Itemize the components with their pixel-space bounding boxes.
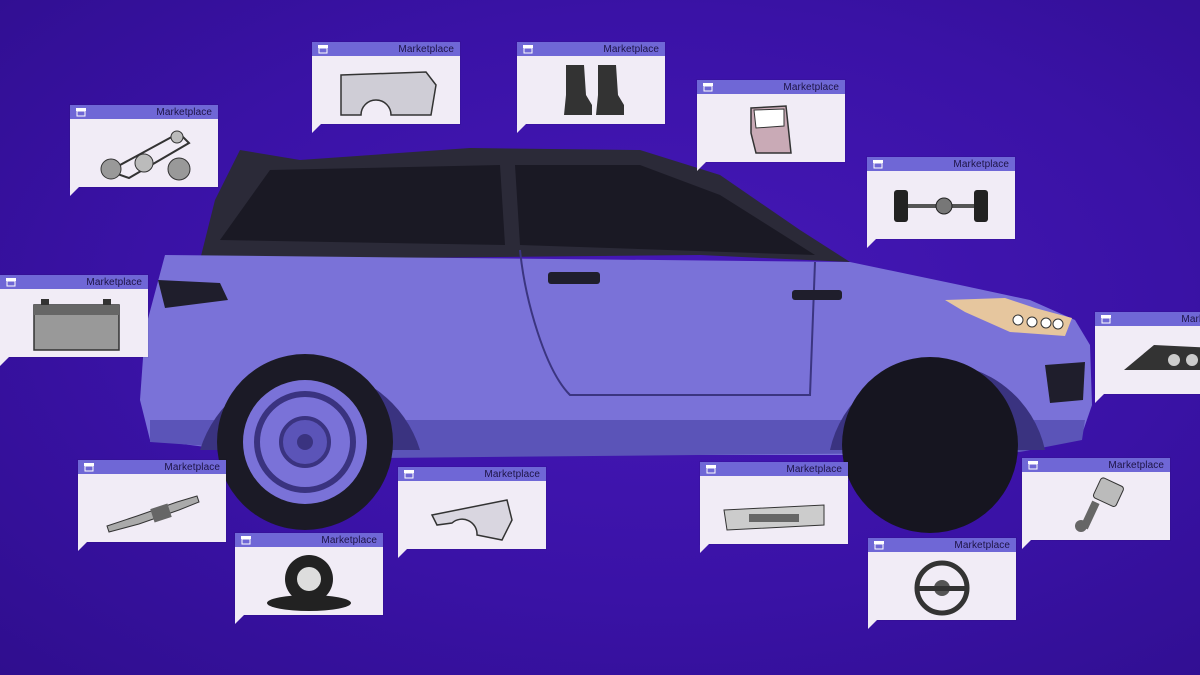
card-label: Marketplace [164,461,220,473]
shop-icon [1028,461,1038,470]
shop-icon [706,465,716,474]
marketplace-card-belt[interactable]: Marketplace [70,105,218,196]
card-label: Marketplace [953,158,1009,170]
door-handle [548,272,600,284]
bumper-icon [723,504,825,531]
shop-icon [873,160,883,169]
car-door-icon [750,105,792,154]
card-label: Marketplace [484,468,540,480]
marketplace-card-fender[interactable]: Marketplace [398,467,546,558]
card-label: Marketplace [398,43,454,55]
marketplace-card-seats[interactable]: Marketplace [517,42,665,133]
card-label: Marketplace [321,534,377,546]
shop-icon [523,45,533,54]
card-label: Marketplace [783,81,839,93]
car-seats-icon [564,65,624,115]
marketplace-card-door[interactable]: Marketplace [697,80,845,171]
battery-icon [33,299,120,351]
card-label: Marketplace [954,539,1010,551]
front-window [515,165,815,255]
card-label: Marketplace [156,106,212,118]
marketplace-card-sparkplug[interactable]: Marketplace [78,460,226,551]
rear-wheel [217,354,393,530]
shop-icon [241,536,251,545]
front-door-handle [792,290,842,300]
card-label: Marketplace [1181,313,1200,325]
body-panel-icon [340,71,437,116]
card-label: Marketplace [1108,459,1164,471]
card-label: Marketplace [603,43,659,55]
marketplace-card-piston[interactable]: Marketplace [1022,458,1170,549]
piston-icon [1075,477,1124,532]
headlight-icon [1124,345,1200,370]
door-line [519,249,816,396]
card-label: Marketplace [786,463,842,475]
shop-icon [874,541,884,550]
marketplace-card-battery[interactable]: Marketplace [0,275,148,366]
car-headlight [945,298,1072,336]
marketplace-card-headlight[interactable]: Marketplace [1095,312,1200,403]
marketplace-card-panel[interactable]: Marketplace [312,42,460,133]
marketplace-card-bumper[interactable]: Marketplace [700,462,848,553]
fender-icon [430,499,513,541]
shop-icon [318,45,328,54]
steering-wheel-icon [914,560,970,616]
shop-icon [703,83,713,92]
shop-icon [6,278,16,287]
rear-window [220,165,505,245]
marketplace-card-axle[interactable]: Marketplace [867,157,1015,248]
shop-icon [404,470,414,479]
card-label: Marketplace [86,276,142,288]
tail-light [158,280,228,308]
marketplace-card-tire[interactable]: Marketplace [235,533,383,624]
spark-plug-icon [106,495,200,533]
marketplace-card-steering[interactable]: Marketplace [868,538,1016,629]
tire-icon [267,555,351,611]
serpentine-belt-icon [100,130,191,181]
front-vent [1045,362,1085,403]
front-wheel [842,357,1018,533]
axle-icon [894,190,988,222]
shop-icon [84,463,94,472]
shop-icon [76,108,86,117]
shop-icon [1101,315,1111,324]
